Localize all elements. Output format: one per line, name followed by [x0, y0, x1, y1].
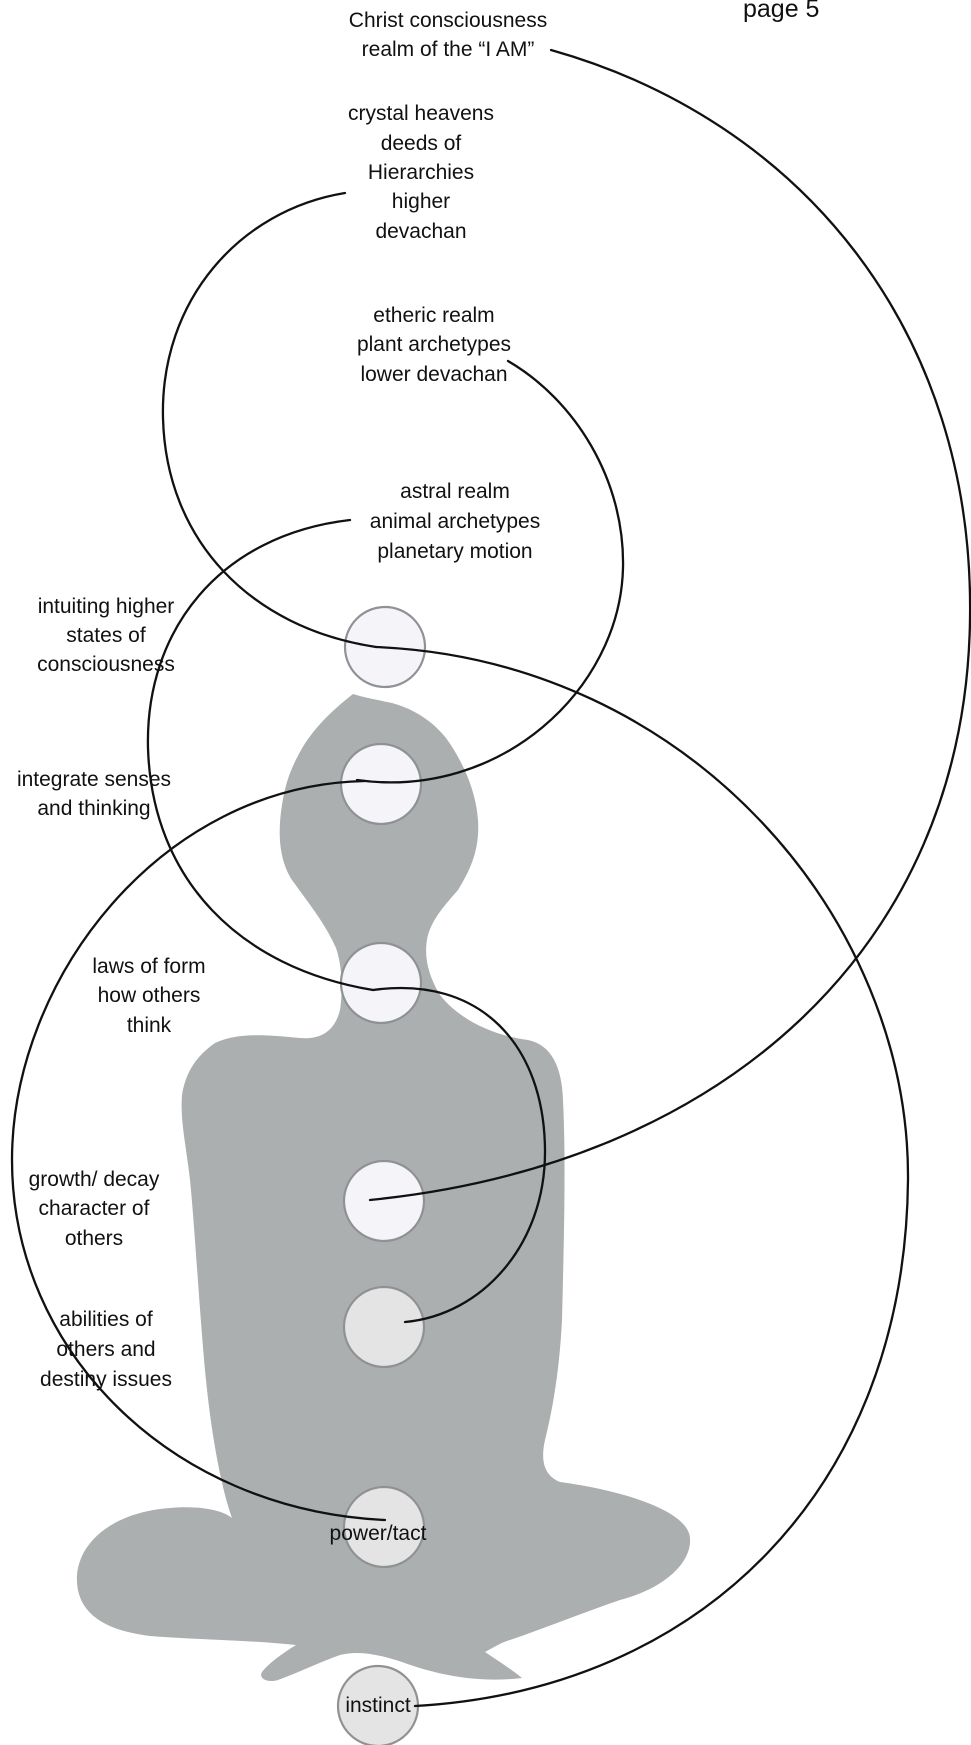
- spiral-crown-to-root: [374, 645, 910, 1708]
- chakra-throat: [339, 941, 423, 1025]
- spiral-crystal-to-crown: [161, 191, 378, 649]
- capacity-growth-label: growth/ decay character of others: [29, 1168, 160, 1250]
- capacity-laws-label: laws of form how others think: [92, 955, 205, 1037]
- realm-etheric-line-1: etheric realm: [373, 304, 494, 327]
- realm-christ-line-2: realm of the “I AM”: [362, 38, 535, 61]
- realm-astral-line-1: astral realm: [400, 480, 510, 503]
- capacity-integrate-line-1: integrate senses: [17, 768, 171, 791]
- realm-etheric-label: etheric realm plant archetypes lower dev…: [357, 304, 511, 386]
- capacity-intuiting-line-3: consciousness: [37, 653, 175, 676]
- spiral-brow-to-sacral: [10, 779, 387, 1522]
- capacity-intuiting-line-2: states of: [66, 624, 146, 647]
- capacity-growth-line-1: growth/ decay: [29, 1168, 160, 1191]
- capacity-abilities-line-3: destiny issues: [40, 1368, 172, 1391]
- capacity-abilities-line-2: others and: [56, 1338, 155, 1361]
- chakra-heart: [342, 1159, 426, 1243]
- realm-crystal-line-3: Hierarchies: [368, 161, 474, 184]
- spiral-astral-to-throat: [146, 518, 375, 992]
- capacity-abilities-line-1: abilities of: [59, 1308, 153, 1331]
- capacity-abilities-label: abilities of others and destiny issues: [40, 1308, 172, 1391]
- page-number: page 5: [743, 0, 819, 23]
- chakra-power-label: power/tact: [330, 1522, 427, 1545]
- realm-crystal-line-1: crystal heavens: [348, 102, 494, 125]
- chakra-sacral: [342, 1485, 426, 1569]
- capacity-laws-line-3: think: [127, 1014, 172, 1037]
- capacity-growth-line-2: character of: [39, 1197, 150, 1220]
- realm-etheric-line-3: lower devachan: [360, 363, 507, 386]
- chakra-solar-plexus: [342, 1285, 426, 1369]
- realm-astral-label: astral realm animal archetypes planetary…: [370, 480, 540, 563]
- capacity-integrate-label: integrate senses and thinking: [17, 768, 171, 820]
- realm-crystal-line-5: devachan: [375, 220, 466, 243]
- capacity-laws-line-1: laws of form: [92, 955, 205, 978]
- realm-christ-label: Christ consciousness realm of the “I AM”: [349, 9, 547, 61]
- capacity-intuiting-line-1: intuiting higher: [38, 595, 175, 618]
- chakra-instinct-label: instinct: [345, 1694, 411, 1717]
- chakra-brow: [339, 742, 423, 826]
- capacity-intuiting-label: intuiting higher states of consciousness: [37, 595, 175, 676]
- realm-crystal-label: crystal heavens deeds of Hierarchies hig…: [348, 102, 494, 243]
- capacity-integrate-line-2: and thinking: [37, 797, 150, 820]
- spiral-christ-to-heart: [368, 48, 971, 1202]
- spiral-throat-to-solar-plexus: [371, 986, 547, 1324]
- realm-christ-line-1: Christ consciousness: [349, 9, 547, 32]
- realm-astral-line-2: animal archetypes: [370, 510, 540, 533]
- realm-etheric-line-2: plant archetypes: [357, 333, 511, 356]
- realm-crystal-line-2: deeds of: [381, 132, 462, 155]
- capacity-laws-line-2: how others: [98, 984, 201, 1007]
- capacity-growth-line-3: others: [65, 1227, 123, 1250]
- realm-crystal-line-4: higher: [392, 190, 450, 213]
- realm-astral-line-3: planetary motion: [377, 540, 532, 563]
- spiral-etheric-to-brow: [355, 359, 625, 784]
